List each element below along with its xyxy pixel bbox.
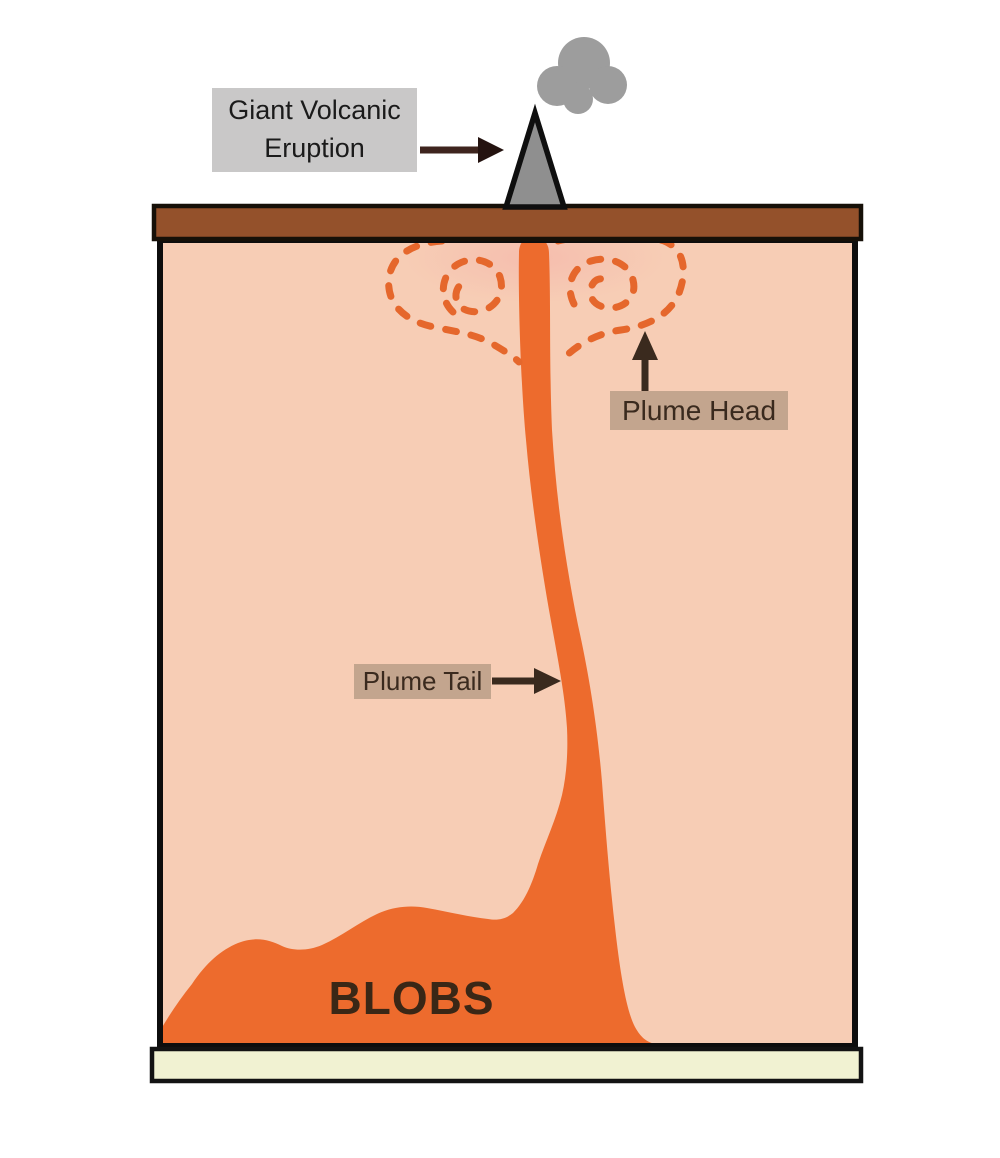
plume-head-swirls <box>385 231 687 366</box>
eruption-label: Giant Volcanic Eruption <box>212 88 417 172</box>
eruption-arrow <box>420 137 504 163</box>
plume-tail-arrow <box>492 668 561 694</box>
plume-tail-label: Plume Tail <box>354 664 491 699</box>
smoke-cloud-icon <box>537 37 627 114</box>
core-boundary-layer <box>149 1046 864 1084</box>
swirl-right-inner <box>566 255 638 312</box>
volcano-icon <box>502 103 568 210</box>
blobs-label: BLOBS <box>328 972 495 1024</box>
swirl-right-outer <box>554 231 687 362</box>
swirl-left-inner <box>439 256 505 316</box>
plume-head-label: Plume Head <box>610 391 788 430</box>
swirl-left-outer <box>385 237 523 366</box>
mantle-box <box>160 240 855 1046</box>
crust-layer <box>151 203 864 242</box>
plume-shape <box>160 237 655 1044</box>
